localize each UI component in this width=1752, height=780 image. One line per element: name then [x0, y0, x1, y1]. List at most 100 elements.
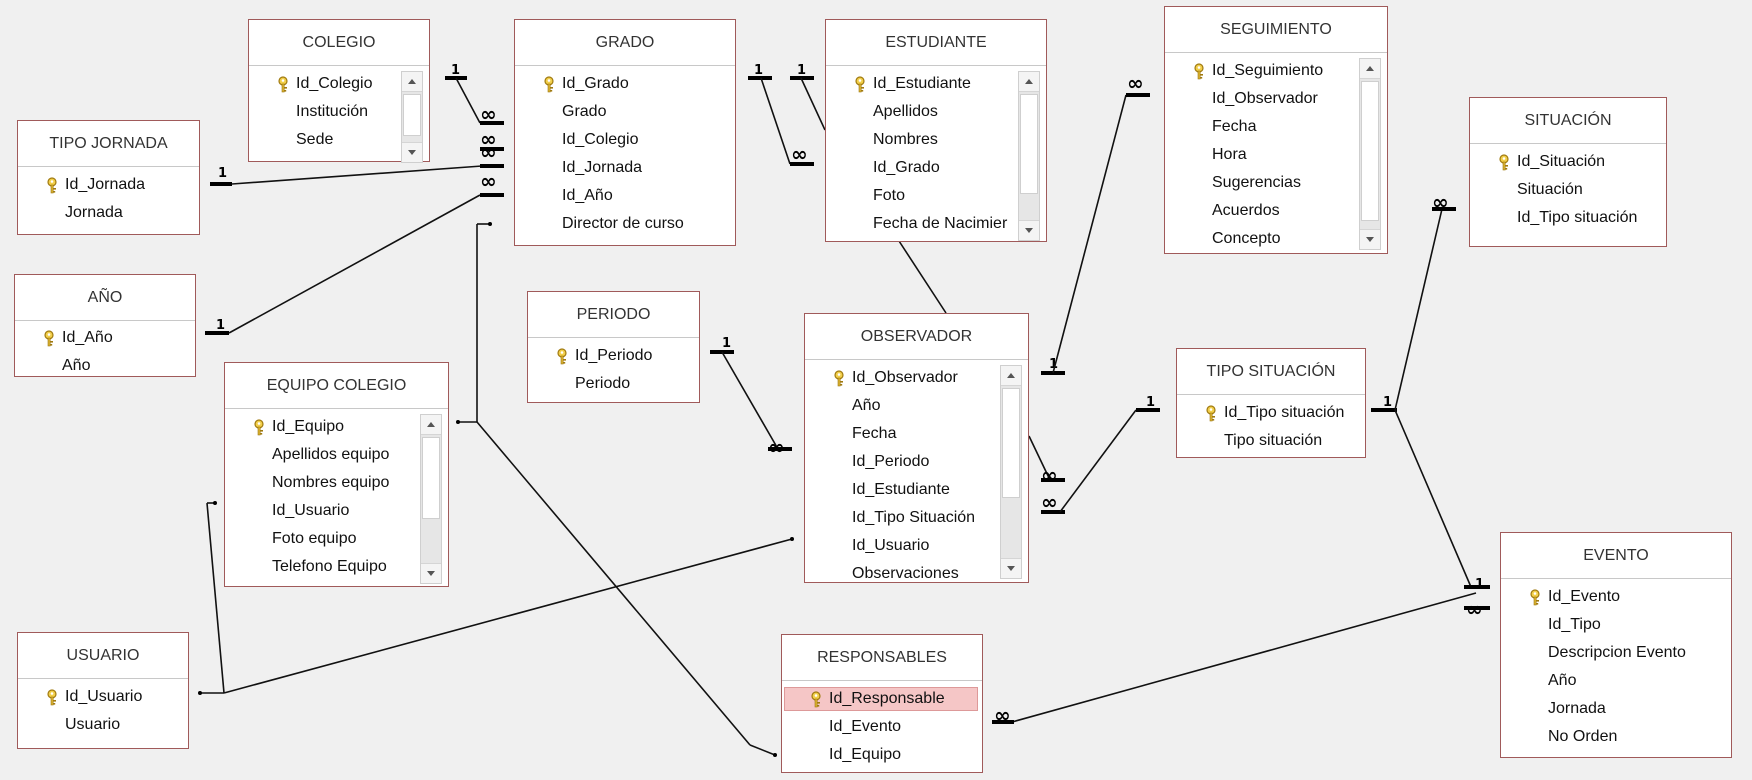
field[interactable]: Id_Observador	[1165, 85, 1387, 113]
field[interactable]: Grado	[515, 98, 735, 126]
field[interactable]: Id_Jornada	[515, 154, 735, 182]
primary-key-field[interactable]: Id_Periodo	[528, 342, 699, 370]
field[interactable]: Id_Usuario	[225, 497, 448, 525]
field[interactable]: Tipo situación	[1177, 427, 1365, 455]
field[interactable]: Situación	[1470, 176, 1666, 204]
field[interactable]: Id_Periodo	[805, 448, 1028, 476]
field[interactable]: Año	[1501, 667, 1731, 695]
scroll-thumb[interactable]	[1002, 388, 1020, 498]
field[interactable]: Id_Tipo	[1501, 611, 1731, 639]
primary-key-field[interactable]: Id_Tipo situación	[1177, 399, 1365, 427]
field[interactable]: Foto equipo	[225, 525, 448, 553]
scroll-down-icon[interactable]	[1001, 558, 1021, 578]
field[interactable]: Periodo	[528, 370, 699, 398]
field[interactable]: Id_Tipo situación	[1470, 204, 1666, 232]
field[interactable]: Fecha	[805, 420, 1028, 448]
primary-key-field[interactable]: Id_Usuario	[18, 683, 188, 711]
field[interactable]: Id_Equipo	[782, 741, 982, 769]
scroll-down-icon[interactable]	[402, 142, 422, 162]
field[interactable]: Id_Tipo Situación	[805, 504, 1028, 532]
field[interactable]: Sugerencias	[1165, 169, 1387, 197]
field[interactable]: Hora	[1165, 141, 1387, 169]
field[interactable]: Nombres equipo	[225, 469, 448, 497]
vertical-scrollbar[interactable]	[1359, 58, 1381, 250]
field[interactable]: Id_Evento	[782, 713, 982, 741]
scroll-up-icon[interactable]	[1001, 366, 1021, 386]
field[interactable]: Jornada	[1501, 695, 1731, 723]
field[interactable]: Usuario	[18, 711, 188, 739]
scroll-up-icon[interactable]	[421, 415, 441, 435]
field[interactable]: Telefono Equipo	[225, 553, 448, 581]
field[interactable]: No Orden	[1501, 723, 1731, 751]
field[interactable]: Apellidos	[826, 98, 1046, 126]
scroll-up-icon[interactable]	[1019, 72, 1039, 92]
field[interactable]: Apellidos equipo	[225, 441, 448, 469]
scroll-up-icon[interactable]	[402, 72, 422, 92]
field[interactable]: Sede	[249, 126, 429, 154]
field[interactable]: Acuerdos	[1165, 197, 1387, 225]
field[interactable]: Año	[15, 352, 195, 380]
primary-key-field[interactable]: Id_Estudiante	[826, 70, 1046, 98]
primary-key-field[interactable]: Id_Seguimiento	[1165, 57, 1387, 85]
primary-key-field[interactable]: Id_Jornada	[18, 171, 199, 199]
field[interactable]: Id_Año	[515, 182, 735, 210]
field[interactable]: Concepto	[1165, 225, 1387, 253]
field[interactable]: Observaciones	[805, 560, 1028, 588]
primary-key-field[interactable]: Id_Situación	[1470, 148, 1666, 176]
scroll-thumb[interactable]	[1020, 94, 1038, 194]
scroll-up-icon[interactable]	[1360, 59, 1380, 79]
vertical-scrollbar[interactable]	[401, 71, 423, 163]
field[interactable]: Id_Colegio	[515, 126, 735, 154]
primary-key-field[interactable]: Id_Evento	[1501, 583, 1731, 611]
vertical-scrollbar[interactable]	[420, 414, 442, 584]
field[interactable]: Nombres	[826, 126, 1046, 154]
field[interactable]: Institución	[249, 98, 429, 126]
field[interactable]: Año	[805, 392, 1028, 420]
vertical-scrollbar[interactable]	[1018, 71, 1040, 241]
vertical-scrollbar[interactable]	[1000, 365, 1022, 579]
field[interactable]: Fecha	[1165, 113, 1387, 141]
field[interactable]: Descripcion Evento	[1501, 639, 1731, 667]
field[interactable]: Director de curso	[515, 210, 735, 238]
primary-key-field[interactable]: Id_Colegio	[249, 70, 429, 98]
primary-key-field[interactable]: Id_Año	[15, 324, 195, 352]
primary-key-field[interactable]: Id_Observador	[805, 364, 1028, 392]
field[interactable]: Foto	[826, 182, 1046, 210]
scroll-down-icon[interactable]	[1019, 220, 1039, 240]
scroll-thumb[interactable]	[422, 437, 440, 519]
scroll-thumb[interactable]	[403, 94, 421, 136]
field[interactable]: Fecha de Nacimier	[826, 210, 1046, 238]
primary-key-field[interactable]: Id_Responsable	[782, 685, 982, 713]
field[interactable]: Id_Estudiante	[805, 476, 1028, 504]
scroll-down-icon[interactable]	[421, 563, 441, 583]
primary-key-field[interactable]: Id_Equipo	[225, 413, 448, 441]
